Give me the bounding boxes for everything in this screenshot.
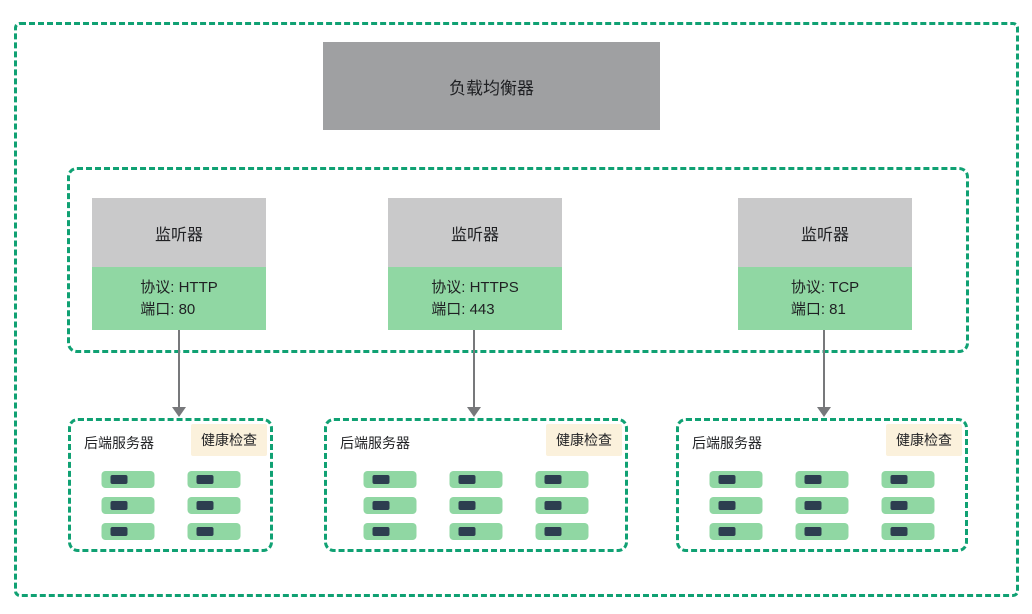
server-icon bbox=[795, 471, 849, 488]
server-indicator-mark bbox=[718, 527, 736, 536]
backend-pool-label: 后端服务器 bbox=[340, 435, 410, 451]
server-indicator-mark bbox=[458, 475, 476, 484]
arrow-down-icon bbox=[817, 407, 831, 417]
server-icon bbox=[709, 471, 763, 488]
arrow-line bbox=[473, 330, 475, 408]
server-icon bbox=[101, 497, 154, 514]
server-indicator-mark bbox=[718, 475, 736, 484]
server-icon bbox=[363, 497, 417, 514]
server-grid bbox=[101, 471, 240, 540]
server-icon bbox=[101, 523, 154, 540]
server-indicator-mark bbox=[804, 527, 822, 536]
server-icon bbox=[449, 497, 503, 514]
server-icon bbox=[535, 471, 589, 488]
server-icon bbox=[709, 497, 763, 514]
listener-node-https: 监听器 协议: HTTPS 端口: 443 bbox=[388, 198, 562, 330]
server-indicator-mark bbox=[196, 501, 213, 510]
health-check-badge: 健康检查 bbox=[191, 424, 267, 456]
server-icon bbox=[881, 523, 935, 540]
server-icon bbox=[363, 523, 417, 540]
listener-header: 监听器 bbox=[738, 198, 912, 267]
server-indicator-mark bbox=[544, 527, 562, 536]
listener-node-tcp: 监听器 协议: TCP 端口: 81 bbox=[738, 198, 912, 330]
server-indicator-mark bbox=[458, 501, 476, 510]
server-icon bbox=[795, 523, 849, 540]
server-indicator-mark bbox=[890, 527, 908, 536]
load-balancer-title: 负载均衡器 bbox=[449, 78, 534, 98]
server-icon bbox=[187, 497, 240, 514]
server-indicator-mark bbox=[544, 501, 562, 510]
backend-pool-2: 后端服务器 健康检查 bbox=[324, 418, 628, 552]
server-indicator-mark bbox=[196, 527, 213, 536]
server-indicator-mark bbox=[196, 475, 213, 484]
listener-details: 协议: HTTP 端口: 80 bbox=[92, 267, 266, 330]
server-grid bbox=[709, 471, 935, 540]
listener-port: 端口: 80 bbox=[140, 300, 196, 318]
arrow-down-icon bbox=[172, 407, 186, 417]
listener-node-http: 监听器 协议: HTTP 端口: 80 bbox=[92, 198, 266, 330]
server-indicator-mark bbox=[718, 501, 736, 510]
backend-pool-3: 后端服务器 健康检查 bbox=[676, 418, 968, 552]
listener-port: 端口: 81 bbox=[790, 300, 846, 318]
arrow-line bbox=[178, 330, 180, 408]
server-indicator-mark bbox=[110, 475, 127, 484]
server-icon bbox=[449, 523, 503, 540]
listener-group-boundary bbox=[67, 167, 969, 353]
backend-pool-label: 后端服务器 bbox=[692, 435, 762, 451]
server-indicator-mark bbox=[458, 527, 476, 536]
load-balancer-node: 负载均衡器 bbox=[323, 42, 660, 130]
listener-protocol: 协议: HTTPS bbox=[431, 278, 519, 296]
server-icon bbox=[795, 497, 849, 514]
server-icon bbox=[101, 471, 154, 488]
listener-protocol: 协议: HTTP bbox=[140, 278, 218, 296]
server-icon bbox=[187, 523, 240, 540]
server-indicator-mark bbox=[804, 501, 822, 510]
server-icon bbox=[363, 471, 417, 488]
server-icon bbox=[881, 497, 935, 514]
arrow-down-icon bbox=[467, 407, 481, 417]
server-indicator-mark bbox=[372, 501, 390, 510]
listener-title: 监听器 bbox=[450, 226, 499, 244]
server-grid bbox=[363, 471, 589, 540]
listener-protocol: 协议: TCP bbox=[790, 278, 860, 296]
server-icon bbox=[881, 471, 935, 488]
server-indicator-mark bbox=[544, 475, 562, 484]
arrow-line bbox=[823, 330, 825, 408]
server-icon bbox=[449, 471, 503, 488]
server-indicator-mark bbox=[804, 475, 822, 484]
listener-title: 监听器 bbox=[154, 226, 203, 244]
listener-port: 端口: 443 bbox=[431, 300, 495, 318]
listener-header: 监听器 bbox=[92, 198, 266, 267]
server-indicator-mark bbox=[890, 475, 908, 484]
server-indicator-mark bbox=[372, 527, 390, 536]
listener-header: 监听器 bbox=[388, 198, 562, 267]
backend-pool-1: 后端服务器 健康检查 bbox=[68, 418, 273, 552]
listener-title: 监听器 bbox=[800, 226, 849, 244]
diagram-outer-boundary bbox=[14, 22, 1019, 597]
server-icon bbox=[535, 523, 589, 540]
server-indicator-mark bbox=[110, 527, 127, 536]
server-icon bbox=[187, 471, 240, 488]
backend-pool-label: 后端服务器 bbox=[84, 435, 154, 451]
health-check-badge: 健康检查 bbox=[886, 424, 962, 456]
server-indicator-mark bbox=[372, 475, 390, 484]
server-indicator-mark bbox=[890, 501, 908, 510]
server-indicator-mark bbox=[110, 501, 127, 510]
listener-details: 协议: TCP 端口: 81 bbox=[738, 267, 912, 330]
server-icon bbox=[709, 523, 763, 540]
server-icon bbox=[535, 497, 589, 514]
listener-details: 协议: HTTPS 端口: 443 bbox=[388, 267, 562, 330]
health-check-badge: 健康检查 bbox=[546, 424, 622, 456]
